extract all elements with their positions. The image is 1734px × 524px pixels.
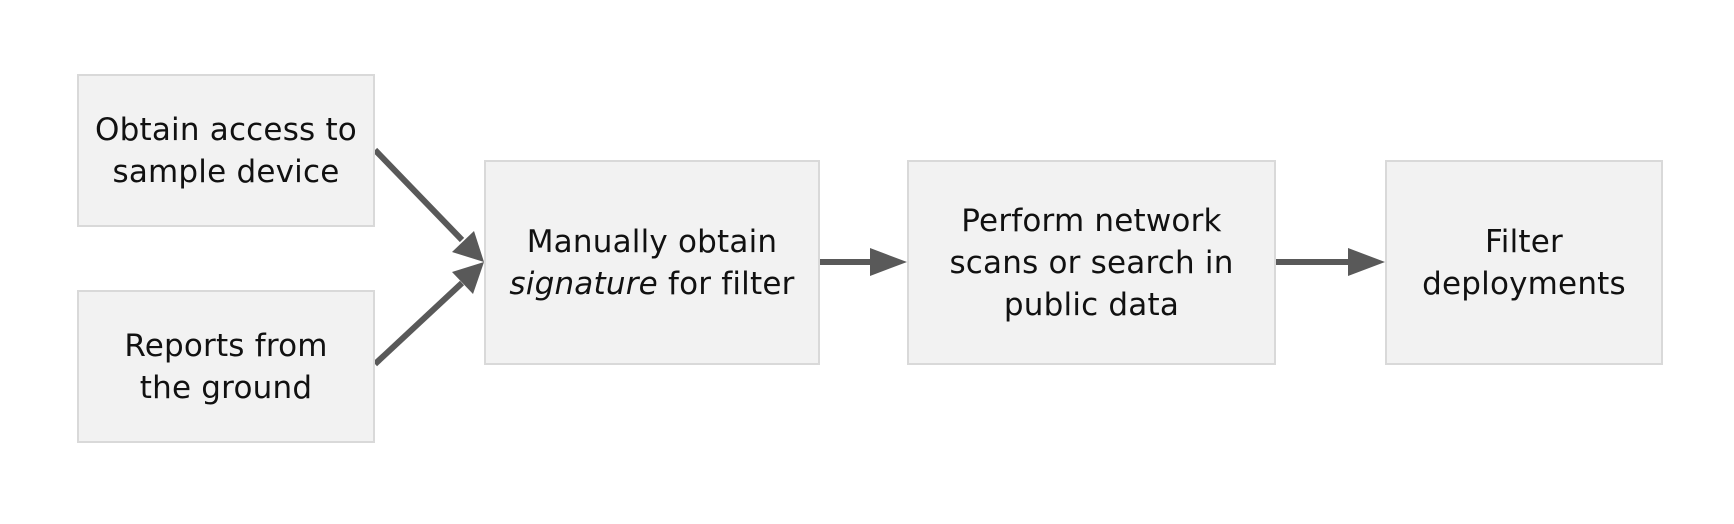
node-manual-signature: Manually obtain signature for filter [484,160,820,365]
node-label: Reports from the ground [124,325,327,409]
arrowhead [452,231,484,262]
edge-signature-to-scans [820,248,907,276]
edge-reports-to-signature [372,262,484,367]
edge-sample-device-to-signature [372,147,484,262]
node-label-line: public data [1003,286,1180,323]
node-label-line: Reports from [124,327,328,364]
node-label-line: Obtain access to [95,111,357,148]
node-reports-from-ground: Reports from the ground [77,290,375,443]
node-filter-deployments: Filter deployments [1385,160,1663,365]
node-label-line: Filter [1485,223,1563,260]
arrowhead [452,262,484,294]
edge-scans-to-filter [1276,248,1385,276]
arrowhead [1348,248,1385,276]
node-label: Obtain access to sample device [95,109,357,193]
node-label: Filter deployments [1422,221,1626,305]
node-label-line: Perform network [961,202,1222,239]
node-label-line: Manually obtain [526,223,778,260]
arrowhead [870,248,907,276]
node-label-line: sample device [112,153,340,190]
node-label-line: scans or search in [949,244,1234,281]
node-label: Manually obtain signature for filter [509,221,794,305]
node-network-scans: Perform network scans or search in publi… [907,160,1276,365]
node-label-line: the ground [139,369,313,406]
node-label-emphasis: signature [509,265,658,302]
node-label: Perform network scans or search in publi… [949,200,1233,326]
node-label-line: deployments [1422,265,1626,302]
node-label-rest: for filter [657,265,795,302]
node-label-line: signature for filter [509,263,794,305]
node-obtain-sample-device: Obtain access to sample device [77,74,375,227]
